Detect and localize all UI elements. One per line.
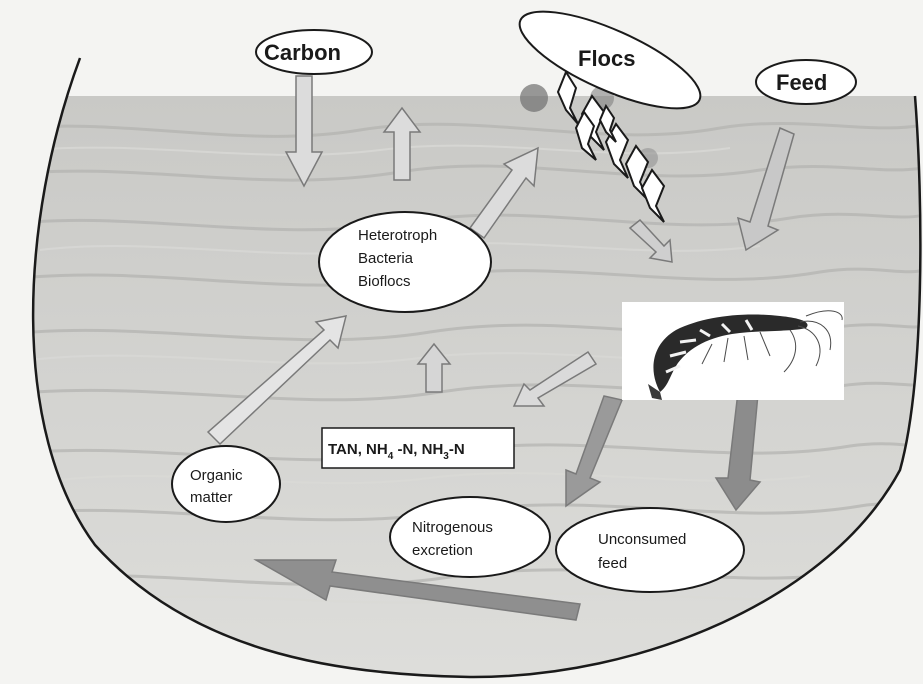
node-organic-matter: Organic matter [172, 446, 280, 522]
node-feed: Feed [756, 60, 856, 104]
label-matter: matter [190, 489, 233, 506]
label-feed: Feed [776, 70, 827, 95]
label-bioflocs: Bioflocs [358, 273, 411, 290]
node-heterotroph-bacteria-bioflocs: Heterotroph Bacteria Bioflocs [319, 212, 491, 312]
label-feed-bottom: feed [598, 555, 627, 572]
label-unconsumed: Unconsumed [598, 531, 686, 548]
node-carbon: Carbon [256, 30, 372, 74]
label-flocs: Flocs [578, 46, 635, 71]
label-bacteria: Bacteria [358, 250, 414, 267]
label-organic: Organic [190, 467, 243, 484]
shrimp-illustration [622, 302, 844, 400]
node-tan-ammonia: TAN, NH4 -N, NH3-N [322, 428, 514, 468]
label-excretion: excretion [412, 542, 473, 559]
node-nitrogenous-excretion: Nitrogenous excretion [390, 497, 550, 577]
label-carbon: Carbon [264, 40, 341, 65]
label-heterotroph: Heterotroph [358, 227, 437, 244]
label-nitrogenous: Nitrogenous [412, 519, 493, 536]
node-unconsumed-feed: Unconsumed feed [556, 508, 744, 592]
